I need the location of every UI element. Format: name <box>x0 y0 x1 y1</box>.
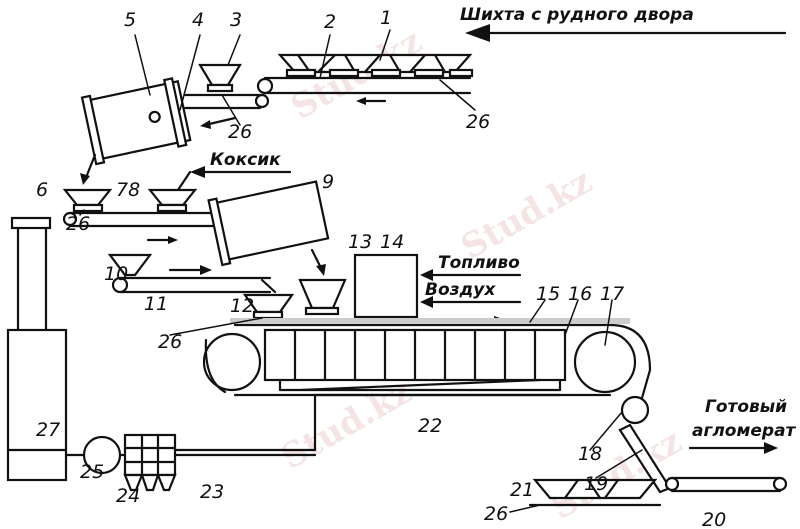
conveyor-20 <box>670 476 782 493</box>
svg-text:6: 6 <box>36 179 48 201</box>
mixing-drum-5 <box>80 77 192 166</box>
svg-text:14: 14 <box>380 231 404 253</box>
feeder <box>206 83 234 93</box>
sinter-machine <box>138 318 652 452</box>
svg-text:25: 25 <box>80 461 104 483</box>
arrowhead-icon <box>190 166 205 178</box>
charge-caption: Шихта с рудного двора <box>460 5 694 25</box>
svg-text:3: 3 <box>230 9 242 31</box>
svg-text:21: 21 <box>510 479 534 501</box>
svg-text:5: 5 <box>124 9 136 31</box>
svg-text:27: 27 <box>36 419 60 441</box>
arrowhead-icon <box>200 265 212 275</box>
bin-6 <box>62 188 113 207</box>
arrowhead-icon <box>168 236 178 244</box>
svg-text:9: 9 <box>322 171 334 193</box>
svg-text:78: 78 <box>116 179 140 201</box>
air-caption: Воздух <box>425 280 496 300</box>
svg-text:Stud.kz: Stud.kz <box>545 421 689 527</box>
svg-text:10: 10 <box>104 263 128 285</box>
svg-text:15: 15 <box>536 283 560 305</box>
coke-caption: Коксик <box>210 150 281 170</box>
arrowhead-icon <box>764 442 778 454</box>
feeder <box>252 310 284 320</box>
svg-text:26: 26 <box>484 503 508 525</box>
arrowhead-icon <box>316 264 326 276</box>
conveyor-2 <box>256 76 472 105</box>
arrowhead-icon <box>80 173 90 185</box>
svg-text:17: 17 <box>600 283 624 305</box>
crusher-18 <box>620 395 650 425</box>
pulley <box>62 211 78 227</box>
sinter-caption-2: агломерат <box>692 421 797 441</box>
svg-text:26: 26 <box>66 213 90 235</box>
svg-text:20: 20 <box>702 509 726 529</box>
svg-text:24: 24 <box>116 485 140 507</box>
feeder <box>304 306 340 316</box>
svg-text:19: 19 <box>584 473 608 495</box>
sinter-caption-1: Готовый <box>705 397 787 417</box>
svg-text:4: 4 <box>192 9 204 31</box>
pulley <box>254 93 270 109</box>
fuel-air-lines <box>423 273 522 304</box>
svg-text:12: 12 <box>230 295 254 317</box>
dust-catcher-24 <box>123 433 177 492</box>
svg-text:1: 1 <box>380 7 392 29</box>
hopper-13 <box>298 278 347 310</box>
svg-text:11: 11 <box>144 293 168 315</box>
arrowhead-icon <box>465 24 490 42</box>
drum-9 <box>207 180 330 267</box>
chimney-27 <box>6 216 68 482</box>
svg-text:26: 26 <box>158 331 182 353</box>
svg-text:2: 2 <box>324 11 336 33</box>
svg-text:13: 13 <box>348 231 372 253</box>
position-numbers: 1 2 3 4 5 26 26 6 78 9 26 13 14 10 11 12… <box>36 7 726 529</box>
fuel-caption: Топливо <box>438 253 520 273</box>
svg-text:16: 16 <box>568 283 592 305</box>
feeder <box>156 203 188 213</box>
bin-10 <box>107 253 153 277</box>
flow-arrow <box>176 170 192 192</box>
pulley <box>664 476 680 492</box>
feeder <box>72 203 104 213</box>
svg-text:18: 18 <box>578 443 602 465</box>
svg-text:22: 22 <box>418 415 442 437</box>
pulley <box>111 276 129 294</box>
coke-bin-3 <box>198 63 242 87</box>
pulley <box>772 476 788 492</box>
svg-text:23: 23 <box>200 481 224 503</box>
conveyor-11 <box>118 276 272 294</box>
arrowhead-icon <box>200 120 211 129</box>
arrowhead-icon <box>420 269 433 308</box>
flow-arrow <box>260 278 277 294</box>
bin-7-8 <box>147 188 198 207</box>
svg-text:26: 26 <box>228 121 252 143</box>
svg-text:Stud.kz: Stud.kz <box>455 161 599 267</box>
svg-text:26: 26 <box>466 111 490 133</box>
conveyor-6 <box>68 211 227 228</box>
ore-bins-1 <box>277 53 474 78</box>
ignition-furnace-14 <box>353 253 419 319</box>
